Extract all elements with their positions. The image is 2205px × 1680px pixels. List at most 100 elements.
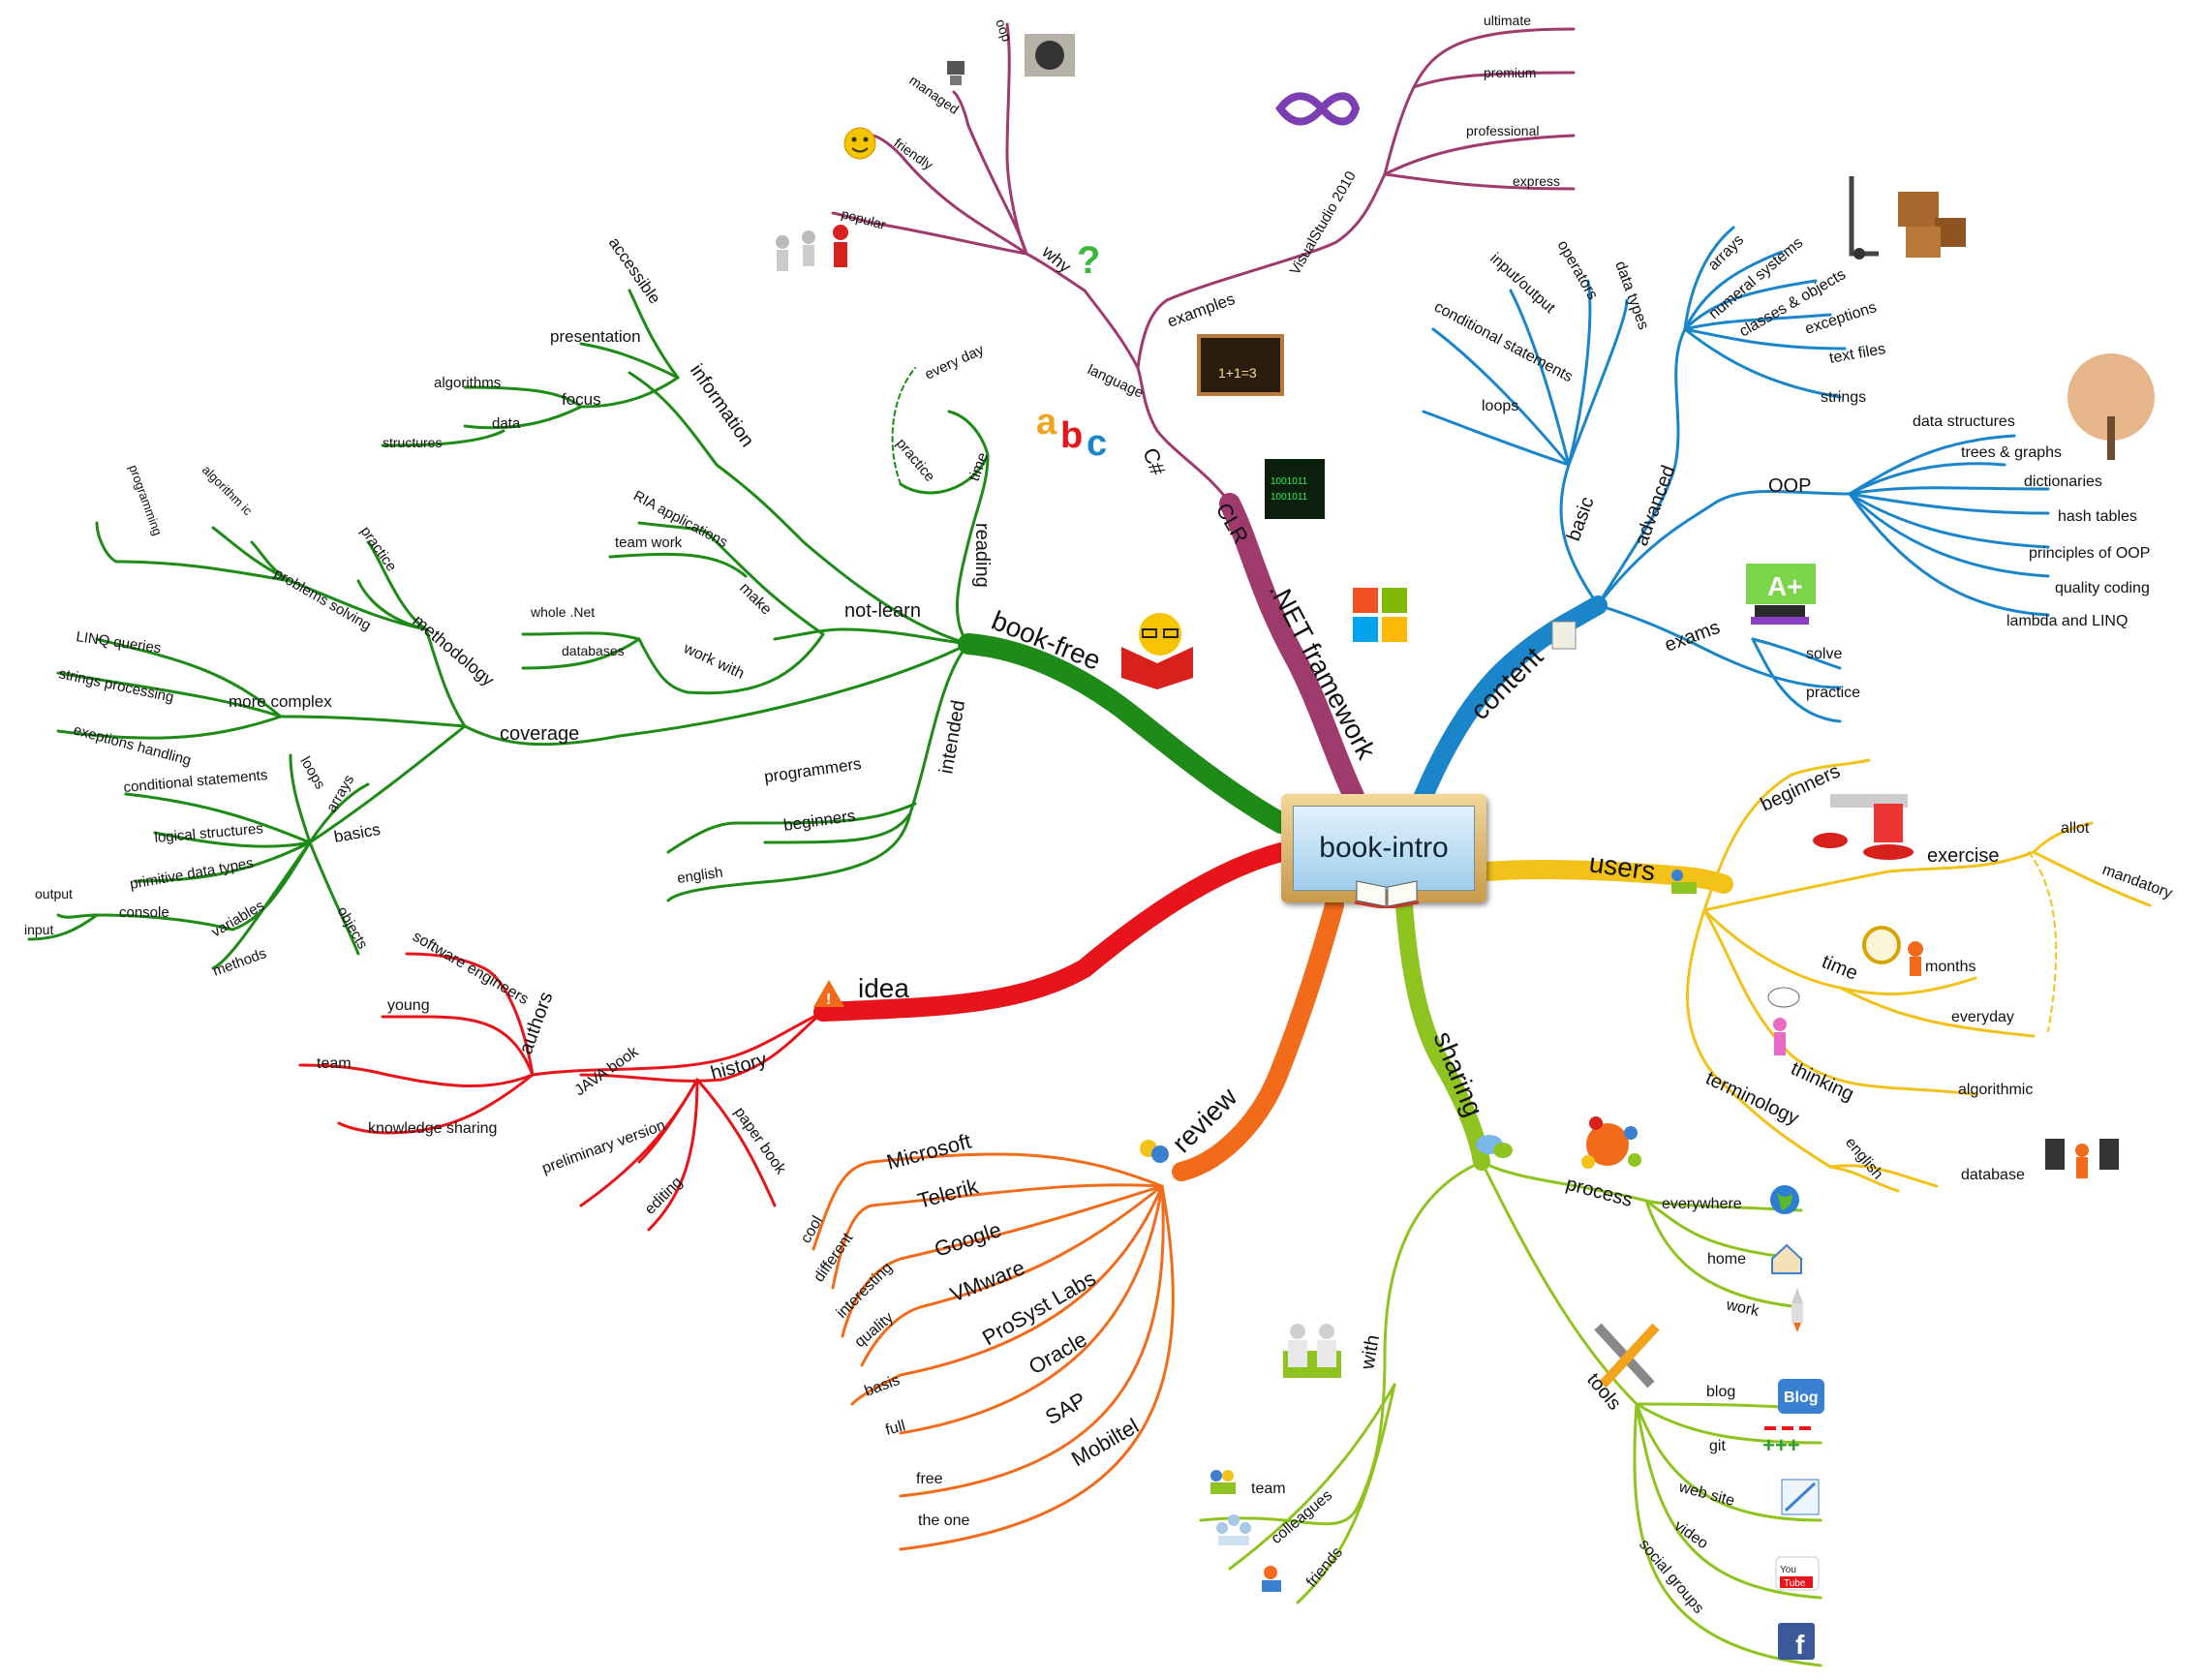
label-make-team-work[interactable]: team work bbox=[615, 535, 683, 551]
label-problems-solving[interactable]: problems solving bbox=[271, 565, 374, 634]
label-edition-ultimate[interactable]: ultimate bbox=[1484, 13, 1531, 28]
label-exercise-mandatory[interactable]: mandatory bbox=[2100, 862, 2175, 902]
label-with-team[interactable]: team bbox=[1251, 1481, 1286, 1497]
label-exercise-allot[interactable]: allot bbox=[2061, 820, 2090, 837]
label-practice[interactable]: practice bbox=[357, 524, 400, 575]
label-oop-lambda-linq[interactable]: lambda and LINQ bbox=[2006, 613, 2128, 629]
label-basics-objects[interactable]: objects bbox=[334, 904, 371, 953]
branch-users[interactable] bbox=[1477, 859, 1733, 894]
label-console-output[interactable]: output bbox=[35, 886, 73, 901]
label-data[interactable]: data bbox=[492, 415, 521, 432]
label-quality-free[interactable]: free bbox=[916, 1471, 943, 1487]
label-process-everywhere[interactable]: everywhere bbox=[1662, 1196, 1742, 1212]
label-basics-conditional-statements[interactable]: conditional statements bbox=[123, 767, 268, 796]
label-thinking[interactable]: thinking bbox=[1788, 1058, 1857, 1106]
label-basic-input-output[interactable]: input/output bbox=[1486, 250, 1558, 317]
label-quality-cool[interactable]: cool bbox=[798, 1213, 826, 1246]
label-with-friends[interactable]: friends bbox=[1303, 1544, 1346, 1591]
label-oop-hash-tables[interactable]: hash tables bbox=[2058, 508, 2137, 525]
label-reviewer-microsoft[interactable]: Microsoft bbox=[884, 1129, 974, 1175]
label-visual-studio[interactable]: VisualStudio 2010 bbox=[1287, 168, 1360, 278]
label-why-oop[interactable]: oop bbox=[993, 17, 1015, 45]
label-basic-data-types[interactable]: data types bbox=[1611, 260, 1651, 332]
label-oop-trees-graphs[interactable]: trees & graphs bbox=[1961, 444, 2062, 461]
label-sharing[interactable]: sharing bbox=[1427, 1027, 1488, 1121]
label-advanced-text-files[interactable]: text files bbox=[1828, 341, 1887, 367]
label-advanced-strings[interactable]: strings bbox=[1821, 389, 1866, 406]
label-edition-professional[interactable]: professional bbox=[1466, 123, 1540, 138]
label-programming[interactable]: programming bbox=[126, 463, 165, 537]
label-reviewer-telerik[interactable]: Telerik bbox=[915, 1174, 982, 1213]
label-tools[interactable]: tools bbox=[1582, 1369, 1625, 1415]
label-time-months[interactable]: months bbox=[1925, 959, 1975, 975]
label-oop[interactable]: OOP bbox=[1768, 475, 1811, 497]
label-time-practice[interactable]: practice bbox=[893, 436, 938, 485]
label-basic-loops[interactable]: loops bbox=[1482, 398, 1518, 414]
central-topic[interactable]: book-intro bbox=[1281, 794, 1486, 902]
label-make[interactable]: make bbox=[736, 580, 775, 619]
label-basic-operators[interactable]: operators bbox=[1554, 238, 1602, 303]
label-oop-dictionaries[interactable]: dictionaries bbox=[2024, 473, 2102, 490]
label-process-home[interactable]: home bbox=[1707, 1251, 1746, 1268]
label-algorithmic[interactable]: algorithm ic bbox=[199, 463, 256, 519]
label-terminology-database[interactable]: database bbox=[1961, 1167, 2025, 1183]
label-basics-variables[interactable]: variables bbox=[209, 898, 267, 941]
label-content[interactable]: content bbox=[1464, 641, 1548, 725]
label-tools-git[interactable]: git bbox=[1709, 1438, 1726, 1454]
label-strings-processing[interactable]: strings processing bbox=[57, 665, 175, 706]
branch-book-free[interactable] bbox=[958, 633, 1292, 834]
branch-content[interactable] bbox=[1414, 596, 1608, 806]
label-exams-practice[interactable]: practice bbox=[1806, 685, 1860, 701]
label-quality-full[interactable]: full bbox=[884, 1418, 907, 1439]
branch-sharing[interactable] bbox=[1395, 897, 1490, 1171]
branch-review[interactable] bbox=[1172, 896, 1344, 1181]
label-console[interactable]: console bbox=[119, 904, 169, 921]
label-linq-queries[interactable]: LINQ queries bbox=[75, 628, 162, 657]
label-focus[interactable]: focus bbox=[562, 390, 601, 409]
label-thinking-algorithmic[interactable]: algorithmic bbox=[1958, 1082, 2033, 1098]
label-history-paper-book[interactable]: paper book bbox=[731, 1105, 789, 1178]
label-work-with-net[interactable]: whole .Net bbox=[530, 604, 595, 620]
label-tools-blog[interactable]: blog bbox=[1706, 1384, 1735, 1400]
label-edition-premium[interactable]: premium bbox=[1484, 65, 1536, 80]
label-intended-beginners[interactable]: beginners bbox=[782, 807, 857, 835]
label-exams[interactable]: exams bbox=[1662, 617, 1723, 657]
label-more-complex[interactable]: more complex bbox=[229, 692, 332, 711]
label-oop-data-structures[interactable]: data structures bbox=[1913, 413, 2015, 430]
label-intended[interactable]: intended bbox=[935, 698, 969, 775]
label-reviewer-sap[interactable]: SAP bbox=[1041, 1388, 1090, 1430]
label-advanced[interactable]: advanced bbox=[1631, 463, 1679, 549]
label-with[interactable]: with bbox=[1357, 1333, 1384, 1372]
label-basics[interactable]: basics bbox=[332, 820, 382, 846]
label-advanced-exceptions[interactable]: exceptions bbox=[1803, 299, 1879, 338]
label-exams-solve[interactable]: solve bbox=[1806, 646, 1842, 662]
label-reviewer-vmware[interactable]: VMware bbox=[947, 1255, 1028, 1306]
label-structures[interactable]: structures bbox=[383, 435, 442, 450]
label-time[interactable]: time bbox=[1819, 951, 1860, 985]
label-accessible[interactable]: accessible bbox=[605, 233, 664, 307]
label-basics-methods[interactable]: methods bbox=[211, 945, 269, 980]
branch-idea[interactable] bbox=[813, 842, 1291, 1022]
label-reviewer-google[interactable]: Google bbox=[932, 1217, 1004, 1262]
label-oop-quality-coding[interactable]: quality coding bbox=[2055, 580, 2150, 596]
label-work-with-databases[interactable]: databases bbox=[562, 643, 625, 658]
label-presentation[interactable]: presentation bbox=[550, 327, 641, 346]
label-authors-software-engineers[interactable]: software engineers bbox=[410, 929, 532, 1008]
label-oop-principles[interactable]: principles of OOP bbox=[2029, 545, 2150, 562]
label-time-everyday[interactable]: everyday bbox=[1951, 1009, 2014, 1025]
label-intended-programmers[interactable]: programmers bbox=[763, 754, 863, 786]
label-console-input[interactable]: input bbox=[24, 922, 53, 937]
label-tools-web-site[interactable]: web site bbox=[1676, 1479, 1736, 1510]
label-process[interactable]: process bbox=[1564, 1174, 1635, 1211]
label-users[interactable]: users bbox=[1587, 847, 1657, 886]
label-time-every-day[interactable]: every day bbox=[923, 342, 988, 383]
label-basics-primitive-data-types[interactable]: primitive data types bbox=[129, 855, 255, 893]
label-csharp[interactable]: C# bbox=[1138, 444, 1170, 479]
label-edition-express[interactable]: express bbox=[1513, 173, 1560, 189]
label-algorithms[interactable]: algorithms bbox=[434, 375, 501, 391]
label-basics-loops[interactable]: loops bbox=[297, 754, 329, 793]
label-quality-basis[interactable]: basis bbox=[863, 1372, 903, 1400]
branch-net-framework[interactable] bbox=[1219, 493, 1364, 807]
label-exercise[interactable]: exercise bbox=[1927, 845, 1999, 867]
label-authors-knowledge-sharing[interactable]: knowledge sharing bbox=[368, 1120, 497, 1137]
